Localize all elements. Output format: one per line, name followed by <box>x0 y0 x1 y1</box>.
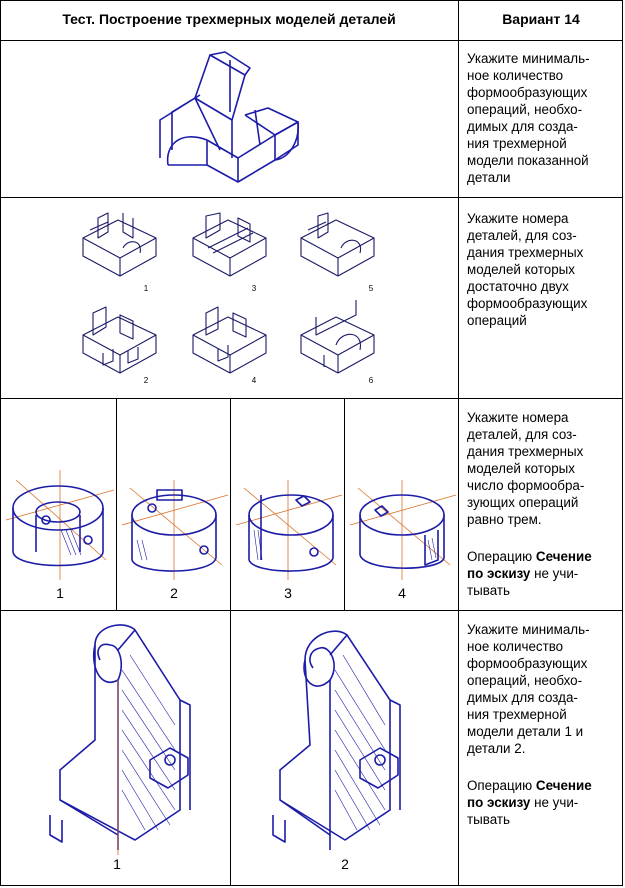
part-label-r3-2: 2 <box>170 585 178 601</box>
part-drawing-row2-1 <box>82 212 157 277</box>
cell-divider-r4 <box>230 610 231 886</box>
part-drawing-row2-6 <box>300 300 375 374</box>
row-divider-4 <box>0 610 623 611</box>
part-label-r3-1: 1 <box>56 585 64 601</box>
part-label-r4-2: 2 <box>341 856 349 872</box>
part-label-r2-5: 5 <box>368 284 374 293</box>
part-drawing-row3-3 <box>235 480 343 580</box>
part-drawing-row2-3 <box>192 212 267 277</box>
part-label-r2-2: 2 <box>143 376 149 385</box>
variant-label: Вариант 14 <box>502 11 580 27</box>
part-drawing-row3-4 <box>349 480 457 580</box>
table-border-right <box>622 0 623 886</box>
part-drawing-row2-2 <box>82 306 157 374</box>
part-drawing-row3-1 <box>5 470 115 580</box>
part-drawing-row1 <box>159 51 300 183</box>
row-divider-2 <box>0 197 623 198</box>
part-drawing-row2-4 <box>192 306 267 374</box>
table-border-left <box>0 0 1 886</box>
part-drawing-row4-1 <box>49 624 191 855</box>
table-border-top <box>0 0 623 1</box>
test-title: Тест. Построение трехмерных моделей дета… <box>62 11 396 27</box>
cell-divider-r3-b <box>230 398 231 610</box>
part-label-r3-4: 4 <box>398 585 406 601</box>
part-label-r2-3: 3 <box>251 284 257 293</box>
table-border-bottom <box>0 885 623 886</box>
part-label-r2-4: 4 <box>251 376 257 385</box>
cell-divider-r3-c <box>344 398 345 610</box>
column-divider <box>458 0 459 886</box>
row-divider-3 <box>0 398 623 399</box>
part-drawing-row4-2 <box>272 630 401 850</box>
part-drawing-row2-5 <box>300 212 375 277</box>
part-label-r2-1: 1 <box>143 284 149 293</box>
cell-divider-r3-a <box>116 398 117 610</box>
part-label-r4-1: 1 <box>113 856 121 872</box>
part-label-r3-3: 3 <box>284 585 292 601</box>
part-label-r2-6: 6 <box>368 376 374 385</box>
part-drawing-row3-2 <box>121 480 229 580</box>
row-divider-1 <box>0 40 623 41</box>
